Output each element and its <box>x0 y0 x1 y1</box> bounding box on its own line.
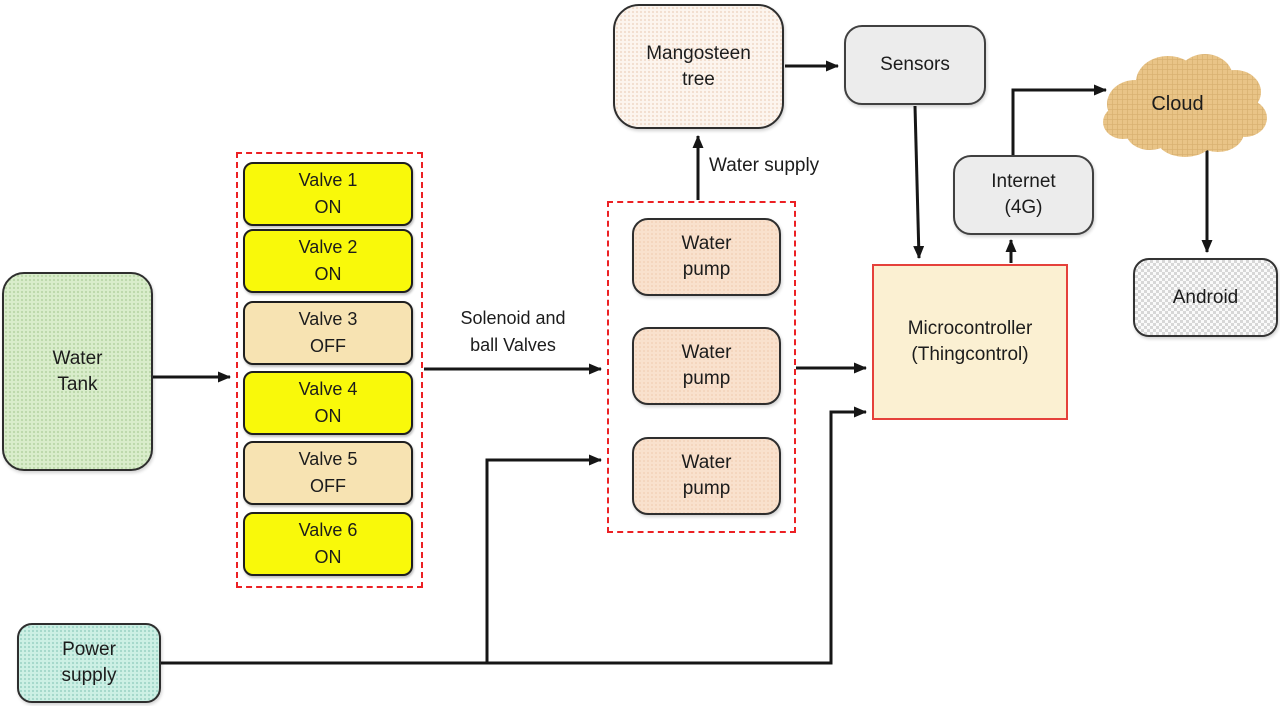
wire-power-to-pumps <box>485 454 602 663</box>
valve-name: Valve 1 <box>298 170 358 190</box>
android-label: Android <box>1172 286 1239 308</box>
valve-node-4: Valve 4 ON <box>243 371 413 435</box>
valve-name: Valve 6 <box>298 520 358 540</box>
valve-state: ON <box>314 197 342 217</box>
valve-node-1: Valve 1 ON <box>243 162 413 226</box>
internet-4g-label: Internet (4G) <box>991 171 1056 218</box>
sensors-label: Sensors <box>880 54 950 75</box>
water-supply-label: Water supply <box>709 155 820 176</box>
microcontroller-node: Microcontroller (Thingcontrol) <box>872 264 1068 420</box>
sensors-node: Sensors <box>844 25 986 105</box>
cloud-shape <box>1103 54 1267 157</box>
internet-4g-node: Internet (4G) <box>953 155 1094 235</box>
valves-group <box>236 152 423 588</box>
power-supply-label: Power supply <box>61 639 117 686</box>
water-tank-node: Water Tank <box>2 272 153 471</box>
water-pump-node-1: Water pump <box>632 218 781 296</box>
android-node: Android <box>1133 258 1278 337</box>
water-pump-label: Water pump <box>681 452 732 499</box>
water-pump-label: Water pump <box>681 233 732 280</box>
valve-name: Valve 2 <box>298 237 358 257</box>
water-pump-node-2: Water pump <box>632 327 781 405</box>
valve-name: Valve 3 <box>298 309 358 329</box>
solenoid-label: Solenoid and ball Valves <box>460 308 566 355</box>
arrow-sensors-to-micro <box>913 105 925 259</box>
valve-node-2: Valve 2 ON <box>243 229 413 293</box>
valve-node-6: Valve 6 ON <box>243 512 413 576</box>
microcontroller-label: Microcontroller (Thingcontrol) <box>907 318 1033 365</box>
cloud-node <box>1090 42 1270 166</box>
valve-state: ON <box>314 547 342 567</box>
water-pump-label: Water pump <box>681 342 732 389</box>
water-pump-node-3: Water pump <box>632 437 781 515</box>
valve-node-3: Valve 3 OFF <box>243 301 413 365</box>
valve-state: OFF <box>310 476 346 496</box>
water-tank-label: Water Tank <box>52 347 103 395</box>
valve-state: OFF <box>310 336 346 356</box>
valve-state: ON <box>314 264 342 284</box>
power-supply-node: Power supply <box>17 623 161 703</box>
valve-name: Valve 4 <box>298 379 358 399</box>
valve-node-5: Valve 5 OFF <box>243 441 413 505</box>
mangosteen-tree-label: Mangosteen tree <box>646 42 751 90</box>
valve-state: ON <box>314 406 342 426</box>
cloud-label: Cloud <box>1151 93 1204 115</box>
pumps-group <box>607 201 796 533</box>
mangosteen-tree-node: Mangosteen tree <box>613 4 784 129</box>
valve-name: Valve 5 <box>298 449 358 469</box>
